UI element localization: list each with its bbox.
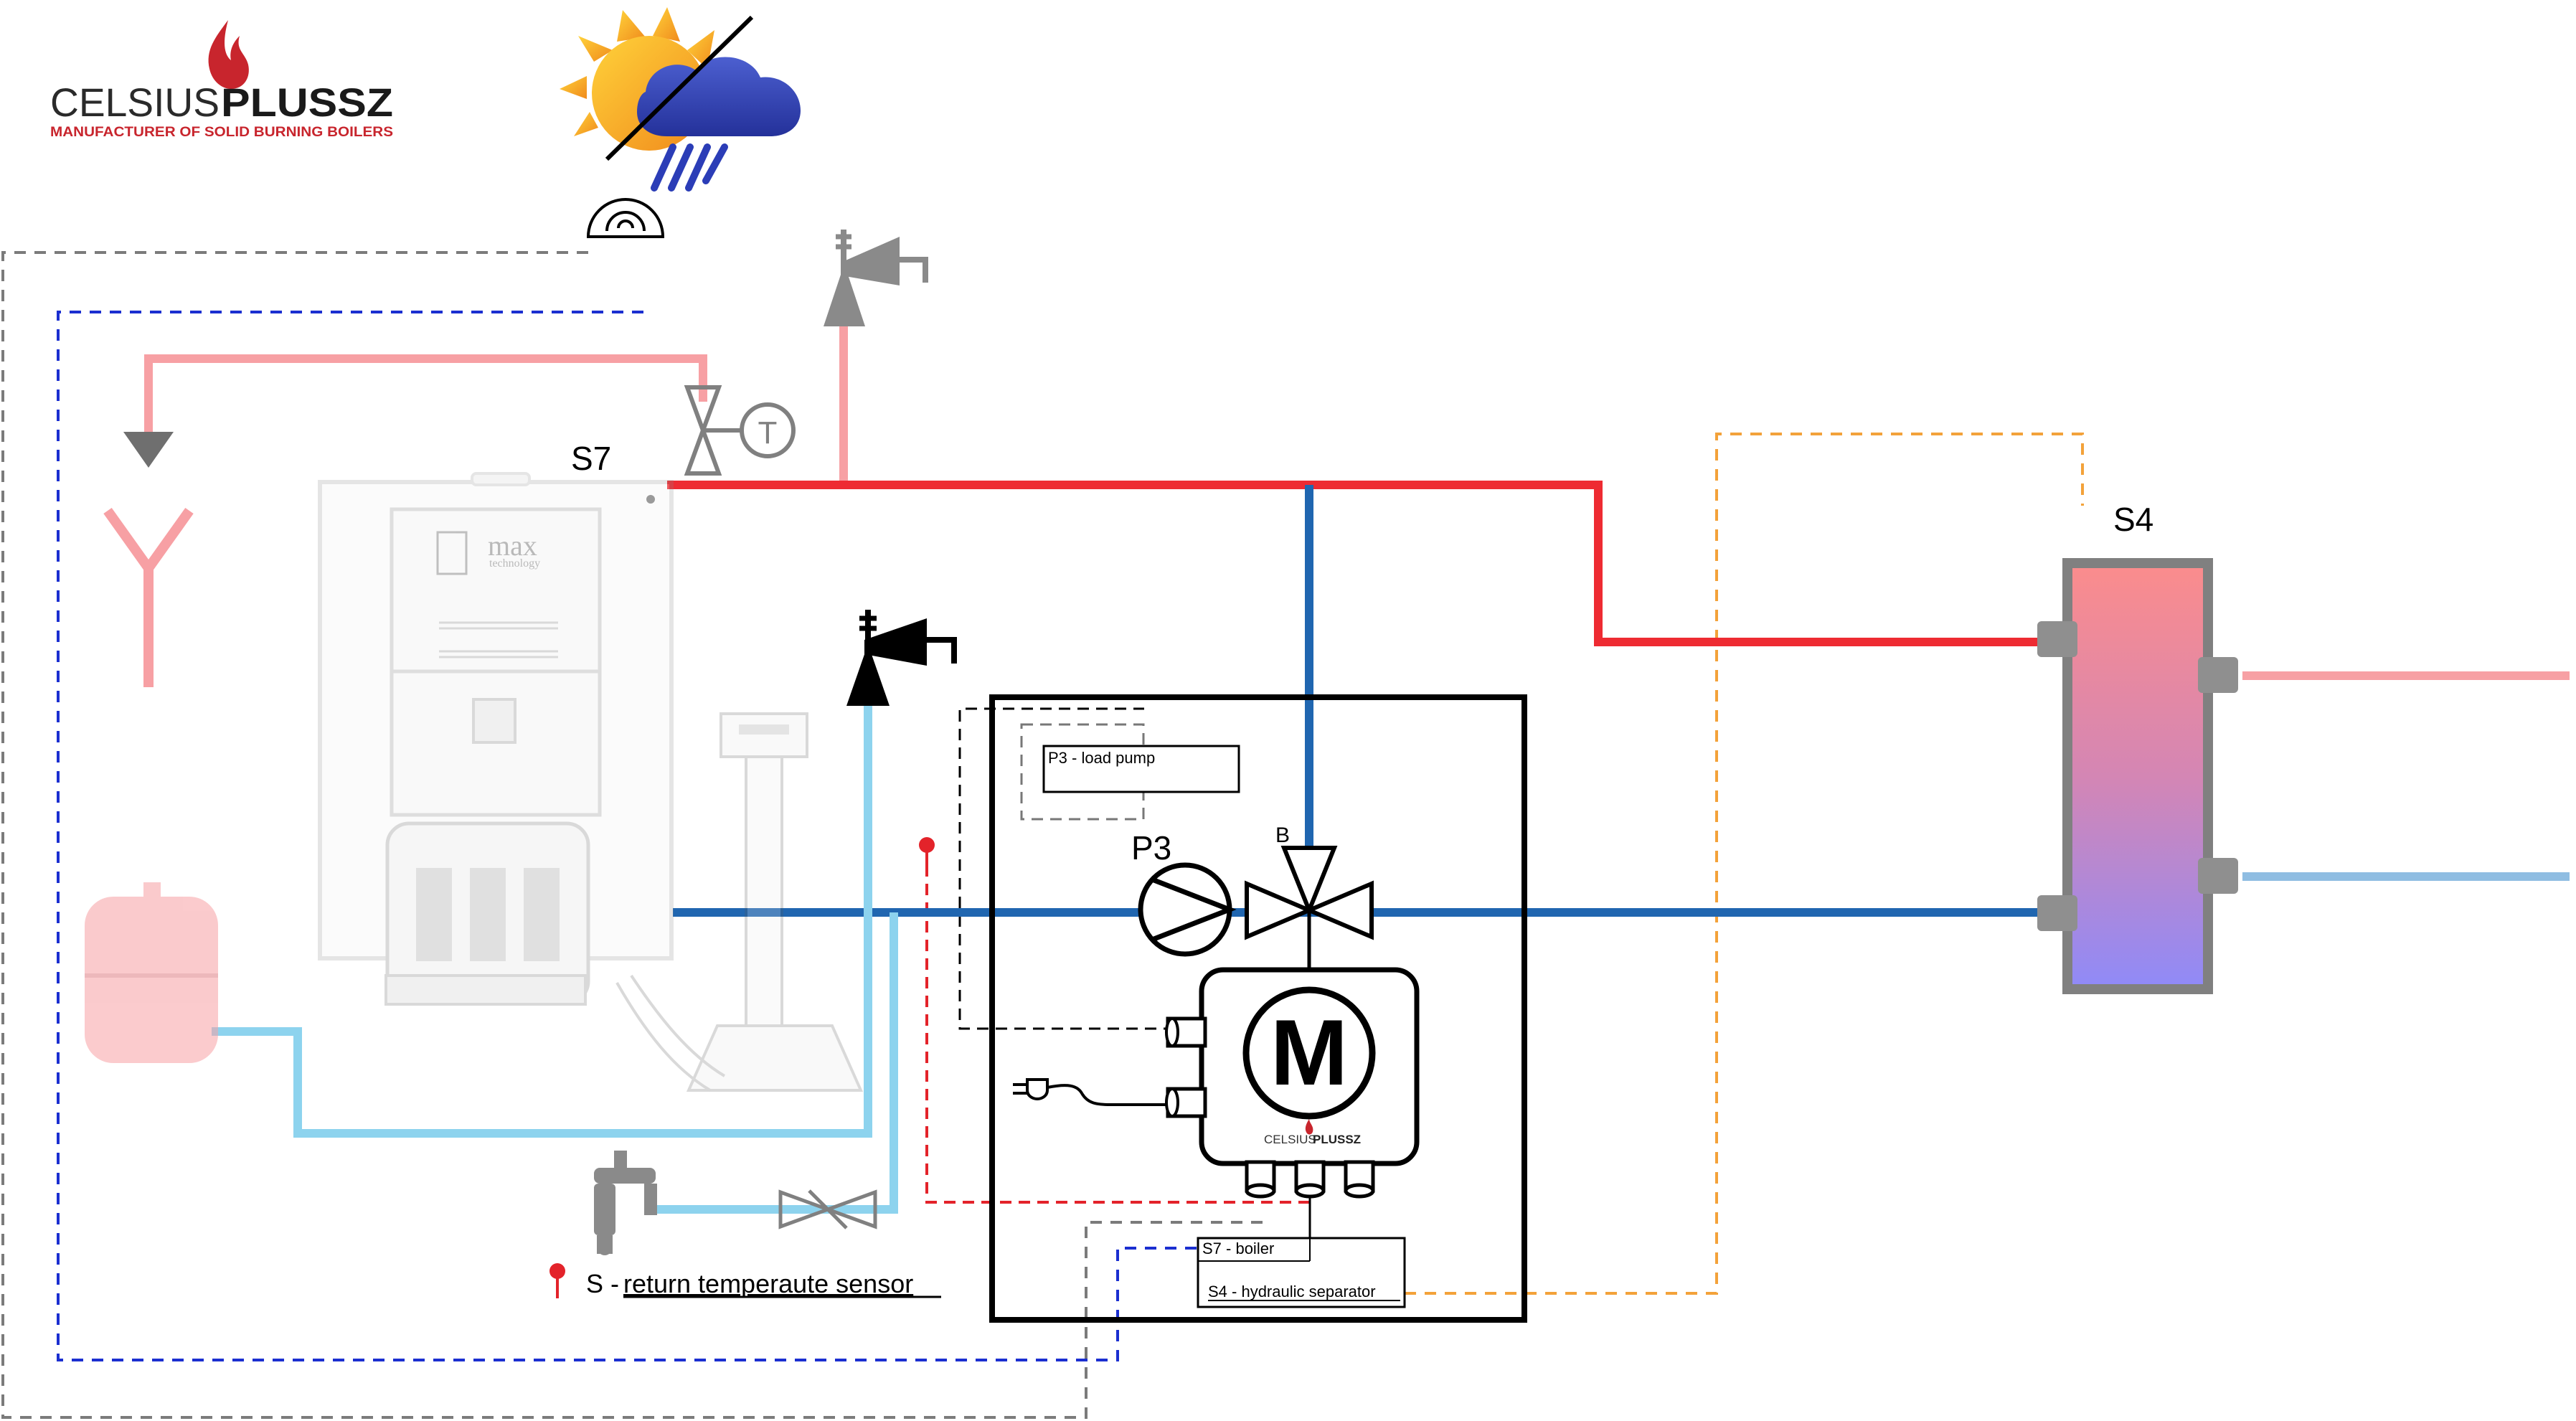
return-sensor-cable: [925, 865, 1314, 1204]
boiler-badge: max technology: [436, 529, 540, 575]
thermostatic-valve: T: [684, 385, 796, 476]
thermostat-label: T: [758, 415, 778, 450]
safety-valve-pipe: [144, 354, 707, 456]
safety-funnel: [103, 432, 194, 687]
pump-control-cable: [958, 707, 1175, 1030]
logo-brand-bold: PLUSSZ: [221, 80, 393, 125]
expansion-vessel: [85, 882, 218, 1063]
hot-flow-pipe: [667, 481, 2042, 646]
s7-label: S7: [571, 440, 611, 477]
outdoor-sensor-cable: [1, 251, 1263, 1419]
mini-logo-bold: PLUSSZ: [1313, 1133, 1361, 1146]
flame-icon: [208, 20, 249, 89]
load-pump-p3: [1138, 862, 1237, 957]
p3-label: P3: [1131, 829, 1171, 867]
s4-legend-label: S4 - hydraulic separator: [1208, 1283, 1376, 1300]
separator-control-cable: [1405, 433, 2084, 1295]
drain-pipe: [653, 912, 898, 1214]
legend-sensor-icon: [549, 1263, 565, 1298]
boiler-badge-sub: technology: [489, 557, 540, 570]
p3-legend-label: P3 - load pump: [1048, 749, 1155, 767]
power-plug-icon: [1013, 1078, 1168, 1106]
balancing-valve: [778, 1189, 877, 1229]
drain-tap-icon: [594, 1151, 657, 1255]
boiler-control-cable: [57, 311, 1205, 1361]
s4-label: S4: [2113, 501, 2153, 538]
boiler-s7: [318, 472, 864, 1092]
logo-tagline: MANUFACTURER OF SOLID BURNING BOILERS: [50, 125, 393, 140]
air-vent-gray: [824, 230, 928, 326]
boiler-badge-brand: max: [488, 529, 537, 562]
fill-pipe: [212, 689, 872, 1138]
three-way-mixing-valve: [1245, 846, 1374, 940]
b-port-label: B: [1275, 823, 1290, 847]
weather-sun-rain-icon: [560, 7, 801, 192]
motor-mini-logo: CELSIUS PLUSSZ: [1264, 1119, 1361, 1146]
mixing-unit-frame: [989, 694, 1527, 1323]
motor-label: M: [1270, 1000, 1348, 1105]
air-vent-black: [846, 610, 957, 706]
s7-s4-legend-box: [1197, 1237, 1406, 1308]
hydraulic-separator-s4: [2037, 558, 2238, 994]
p3-legend-box: [1042, 745, 1240, 793]
company-logo: CELSIUS PLUSSZ MANUFACTURER OF SOLID BUR…: [50, 20, 393, 140]
s7-legend-label: S7 - boiler: [1202, 1240, 1274, 1257]
outdoor-sensor-icon: [586, 198, 665, 238]
return-sensor-icon: [919, 837, 935, 868]
sensor-legend-prefix: S -: [586, 1269, 619, 1298]
mini-logo-light: CELSIUS: [1264, 1133, 1316, 1146]
logo-brand-light: CELSIUS: [50, 80, 220, 125]
mixing-valve-motor: M: [1165, 967, 1420, 1238]
sensor-legend-text: return temperaute sensor: [623, 1269, 913, 1298]
boiler-outlet-connector: [646, 495, 655, 504]
